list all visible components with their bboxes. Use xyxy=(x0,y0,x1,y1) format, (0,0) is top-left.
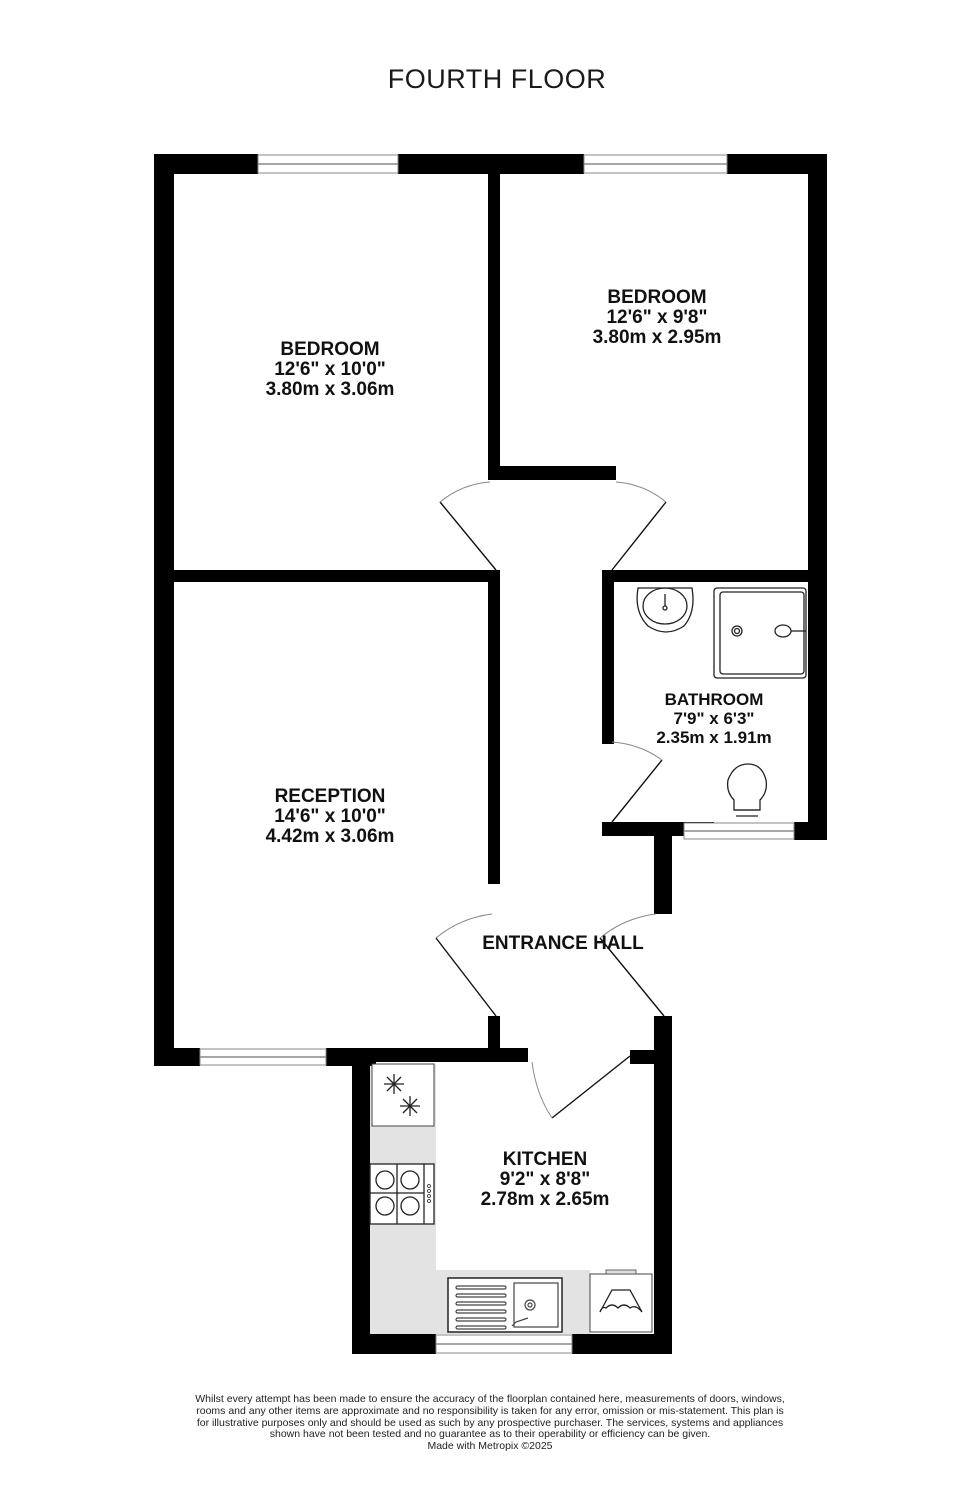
walls xyxy=(154,154,827,1354)
fridge-freezer-icon xyxy=(371,1063,435,1127)
window-bathroom xyxy=(683,822,795,840)
room-dimensions-imperial: 7'9" x 6'3" xyxy=(673,709,755,728)
room-name: RECEPTION xyxy=(274,786,386,807)
room-name: BEDROOM xyxy=(280,339,380,360)
room-dimensions-metric: 2.78m x 2.65m xyxy=(480,1189,610,1210)
room-dimensions-imperial: 14'6" x 10'0" xyxy=(274,806,386,827)
room-dimensions-imperial: 12'6" x 10'0" xyxy=(274,359,386,380)
room-label-bathroom: BATHROOM 7'9" x 6'3" 2.35m x 1.91m xyxy=(656,690,771,747)
door-bedroom-1 xyxy=(439,481,497,571)
room-label-entrance-hall: ENTRANCE HALL xyxy=(482,934,644,954)
doors xyxy=(435,481,667,1119)
window-kitchen xyxy=(435,1334,573,1354)
door-kitchen xyxy=(531,1055,631,1119)
room-label-bedroom-2: BEDROOM 12'6" x 9'8" 3.80m x 2.95m xyxy=(593,288,722,348)
disclaimer: Whilst every attempt has been made to en… xyxy=(190,1393,790,1453)
windows xyxy=(199,154,795,1354)
window-reception xyxy=(199,1048,327,1066)
door-entrance xyxy=(599,913,665,1017)
door-reception xyxy=(435,913,497,1017)
room-name: ENTRANCE HALL xyxy=(482,933,644,954)
sink-icon xyxy=(447,1277,563,1333)
hob-icon xyxy=(369,1163,435,1225)
room-dimensions-imperial: 9'2" x 8'8" xyxy=(499,1169,591,1190)
room-name: KITCHEN xyxy=(502,1149,588,1170)
shower-tray-icon xyxy=(713,587,807,679)
room-dimensions-metric: 3.80m x 3.06m xyxy=(265,379,395,400)
toilet-icon xyxy=(726,763,768,817)
room-label-kitchen: KITCHEN 9'2" x 8'8" 2.78m x 2.65m xyxy=(481,1150,610,1210)
room-dimensions-metric: 2.35m x 1.91m xyxy=(656,728,772,747)
room-dimensions-imperial: 12'6" x 9'8" xyxy=(606,307,708,328)
room-dimensions-metric: 4.42m x 3.06m xyxy=(265,826,395,847)
door-bathroom xyxy=(611,741,663,823)
washbasin-icon xyxy=(636,587,694,633)
room-dimensions-metric: 3.80m x 2.95m xyxy=(592,327,722,348)
floor-title: FOURTH FLOOR xyxy=(387,64,607,94)
disclaimer-text: Whilst every attempt has been made to en… xyxy=(195,1393,785,1441)
washing-machine-icon xyxy=(589,1269,653,1333)
room-label-reception: RECEPTION 14'6" x 10'0" 4.42m x 3.06m xyxy=(266,787,395,847)
door-bedroom-2 xyxy=(611,481,667,571)
window-bedroom-2 xyxy=(583,154,728,174)
room-name: BEDROOM xyxy=(607,287,707,308)
window-bedroom-1 xyxy=(257,154,399,174)
room-name: BATHROOM xyxy=(664,690,764,709)
room-label-bedroom-1: BEDROOM 12'6" x 10'0" 3.80m x 3.06m xyxy=(266,340,395,400)
metropix-credit: Made with Metropix ©2025 xyxy=(427,1440,553,1453)
